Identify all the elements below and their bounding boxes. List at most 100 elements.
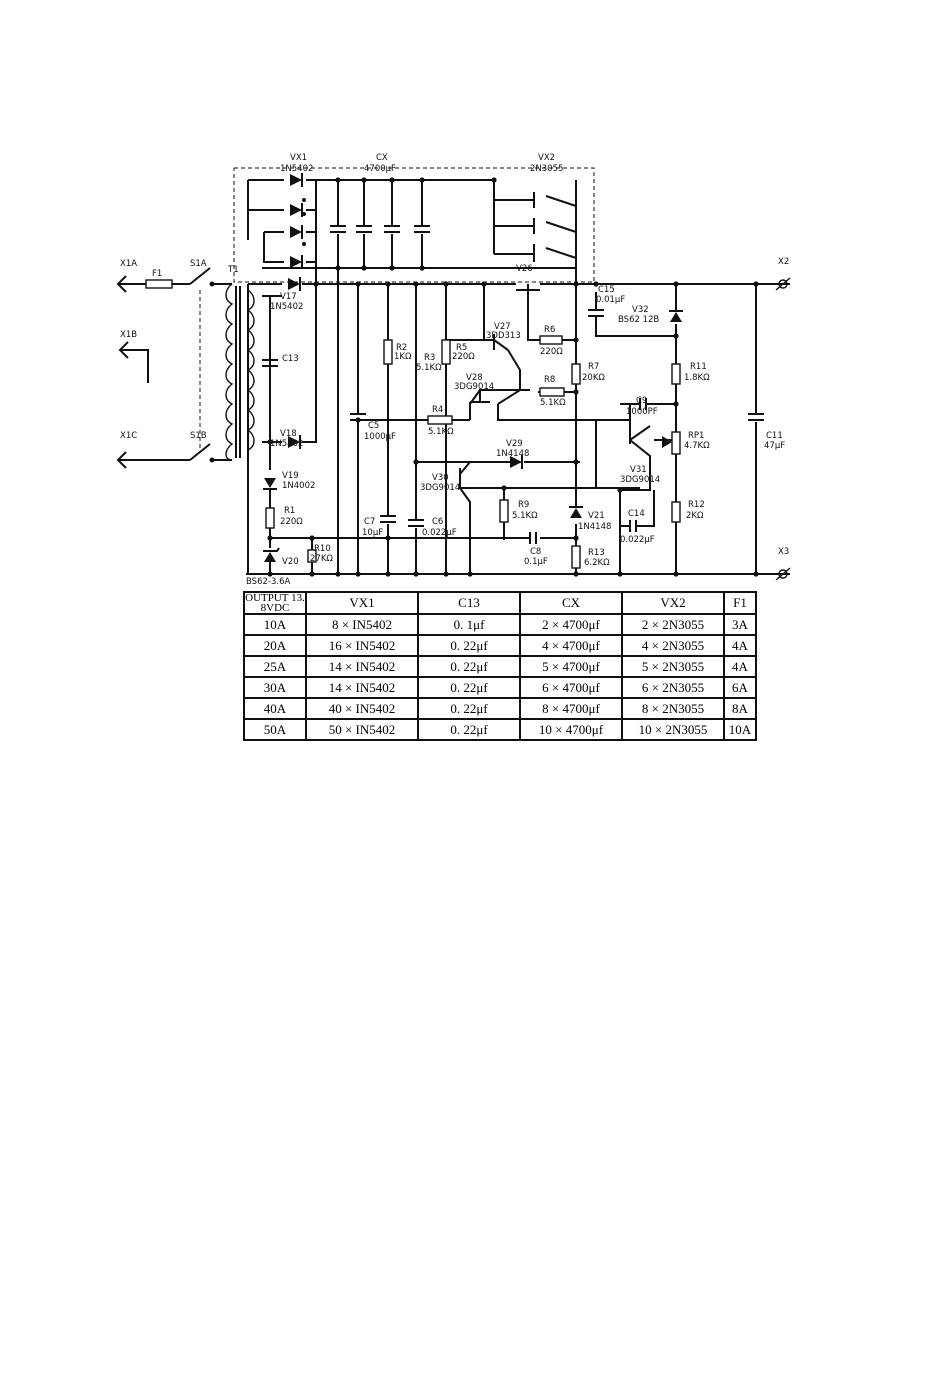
table-cell: 4A [723, 634, 757, 657]
diode-symbols [263, 173, 683, 562]
label-r9-name: R9 [518, 500, 529, 510]
label-c9-name: C9 [636, 396, 647, 406]
label-r6-value: 220Ω [540, 347, 563, 357]
label-r11-value: 1.8KΩ [684, 373, 710, 383]
junction-dots [267, 177, 759, 577]
header-output: OUTPUT 13. 8VDC [243, 591, 307, 615]
table-row: 30A 14 × IN5402 0. 22μf 6 × 4700μf 6 × 2… [243, 676, 757, 699]
label-v31-value: 3DG9014 [620, 475, 660, 485]
label-c15-value: 0.01μF [596, 295, 625, 305]
label-c11-value: 47μF [764, 441, 785, 451]
resistor-symbols [265, 335, 681, 569]
label-c15-name: C15 [598, 285, 615, 295]
label-v31-name: V31 [630, 465, 647, 475]
table-row: 40A 40 × IN5402 0. 22μf 8 × 4700μf 8 × 2… [243, 697, 757, 720]
label-v18-name: V18 [280, 429, 297, 439]
label-r10-value: 27KΩ [310, 554, 333, 564]
label-v28-value: 3DG9014 [454, 382, 494, 392]
table-cell: 10 × 2N3055 [621, 718, 725, 741]
label-c8-value: 0.1μF [524, 557, 548, 567]
label-r7-name: R7 [588, 362, 599, 372]
label-cx-value: 4700μF [364, 164, 396, 174]
table-cell: 16 × IN5402 [305, 634, 419, 657]
label-v19-name: V19 [282, 471, 299, 481]
label-x1b: X1B [120, 330, 137, 340]
label-c14-name: C14 [628, 509, 645, 519]
table-cell: 10A [243, 613, 307, 636]
label-v17-value: 1N5402 [270, 302, 303, 312]
label-c6-value: 0.022μF [422, 528, 457, 538]
table-row: 10A 8 × IN5402 0. 1μf 2 × 4700μf 2 × 2N3… [243, 613, 757, 636]
label-v28-name: V28 [466, 373, 483, 383]
label-v21-name: V21 [588, 511, 605, 521]
label-x1c: X1C [120, 431, 137, 441]
label-v26: V26 [516, 264, 533, 274]
transistor-symbols [459, 192, 631, 482]
label-r6-name: R6 [544, 325, 555, 335]
label-f1: F1 [152, 269, 162, 279]
label-v32-value: BS62 12B [618, 315, 659, 325]
header-c13: C13 [417, 591, 521, 615]
header-vx2: VX2 [621, 591, 725, 615]
label-v17-name: V17 [280, 292, 297, 302]
label-v29-name: V29 [506, 439, 523, 449]
label-c7-name: C7 [364, 517, 375, 527]
table-cell: 50 × IN5402 [305, 718, 419, 741]
switch-s1a [189, 267, 211, 285]
label-v30-value: 3DG9014 [420, 483, 460, 493]
table-cell: 30A [243, 676, 307, 699]
label-r8-name: R8 [544, 375, 555, 385]
transformer-t1 [225, 283, 255, 461]
label-v27-name: V27 [494, 322, 511, 332]
table-cell: 8A [723, 697, 757, 720]
table-cell: 4 × 2N3055 [621, 634, 725, 657]
table-cell: 25A [243, 655, 307, 678]
label-r9-value: 5.1KΩ [512, 511, 538, 521]
label-v20: V20 [282, 557, 299, 567]
label-v18-value: 1N5402 [270, 439, 303, 449]
label-r5-name: R5 [456, 343, 467, 353]
table-cell: 6 × 4700μf [519, 676, 623, 699]
table-cell: 4 × 4700μf [519, 634, 623, 657]
terminal-arrows [116, 275, 791, 581]
switch-s1b [189, 443, 211, 461]
schematic-labels: X1A X1B X1C X2 X3 F1 S1A S1B T1 VX1 1N54… [120, 153, 789, 587]
table-cell: 50A [243, 718, 307, 741]
table-cell: 14 × IN5402 [305, 655, 419, 678]
label-c5-name: C5 [368, 421, 379, 431]
header-f1: F1 [723, 591, 757, 615]
label-r11-name: R11 [690, 362, 707, 372]
label-r12-value: 2KΩ [686, 511, 704, 521]
label-c14-value: 0.022μF [620, 535, 655, 545]
label-c9-value: 1000PF [626, 407, 658, 417]
label-x2: X2 [778, 257, 789, 267]
table-cell: 5 × 4700μf [519, 655, 623, 678]
label-v30-name: V30 [432, 473, 449, 483]
table-cell: 0. 1μf [417, 613, 521, 636]
header-cx: CX [519, 591, 623, 615]
label-t1: T1 [227, 265, 239, 275]
table-cell: 8 × 4700μf [519, 697, 623, 720]
label-r3-value: 5.1KΩ [416, 363, 442, 373]
label-r5-value: 220Ω [452, 352, 475, 362]
label-v19-value: 1N4002 [282, 481, 315, 491]
label-c11-name: C11 [766, 431, 783, 441]
label-r2-value: 1KΩ [394, 352, 412, 362]
label-v21-value: 1N4148 [578, 522, 611, 532]
table-cell: 40A [243, 697, 307, 720]
label-rp1-value: 4.7KΩ [684, 441, 710, 451]
label-r12-name: R12 [688, 500, 705, 510]
label-r10-name: R10 [314, 544, 331, 554]
label-r8-value: 5.1KΩ [540, 398, 566, 408]
header-vx1: VX1 [305, 591, 419, 615]
table-row: 50A 50 × IN5402 0. 22μf 10 × 4700μf 10 ×… [243, 718, 757, 741]
table-cell: 0. 22μf [417, 697, 521, 720]
table-cell: 6A [723, 676, 757, 699]
label-cx-name: CX [376, 153, 388, 163]
label-r1-value: 220Ω [280, 517, 303, 527]
label-r4-value: 5.1KΩ [428, 427, 454, 437]
table-row: 25A 14 × IN5402 0. 22μf 5 × 4700μf 5 × 2… [243, 655, 757, 678]
label-r13-value: 6.2KΩ [584, 558, 610, 568]
label-c5-value: 1000μF [364, 432, 396, 442]
